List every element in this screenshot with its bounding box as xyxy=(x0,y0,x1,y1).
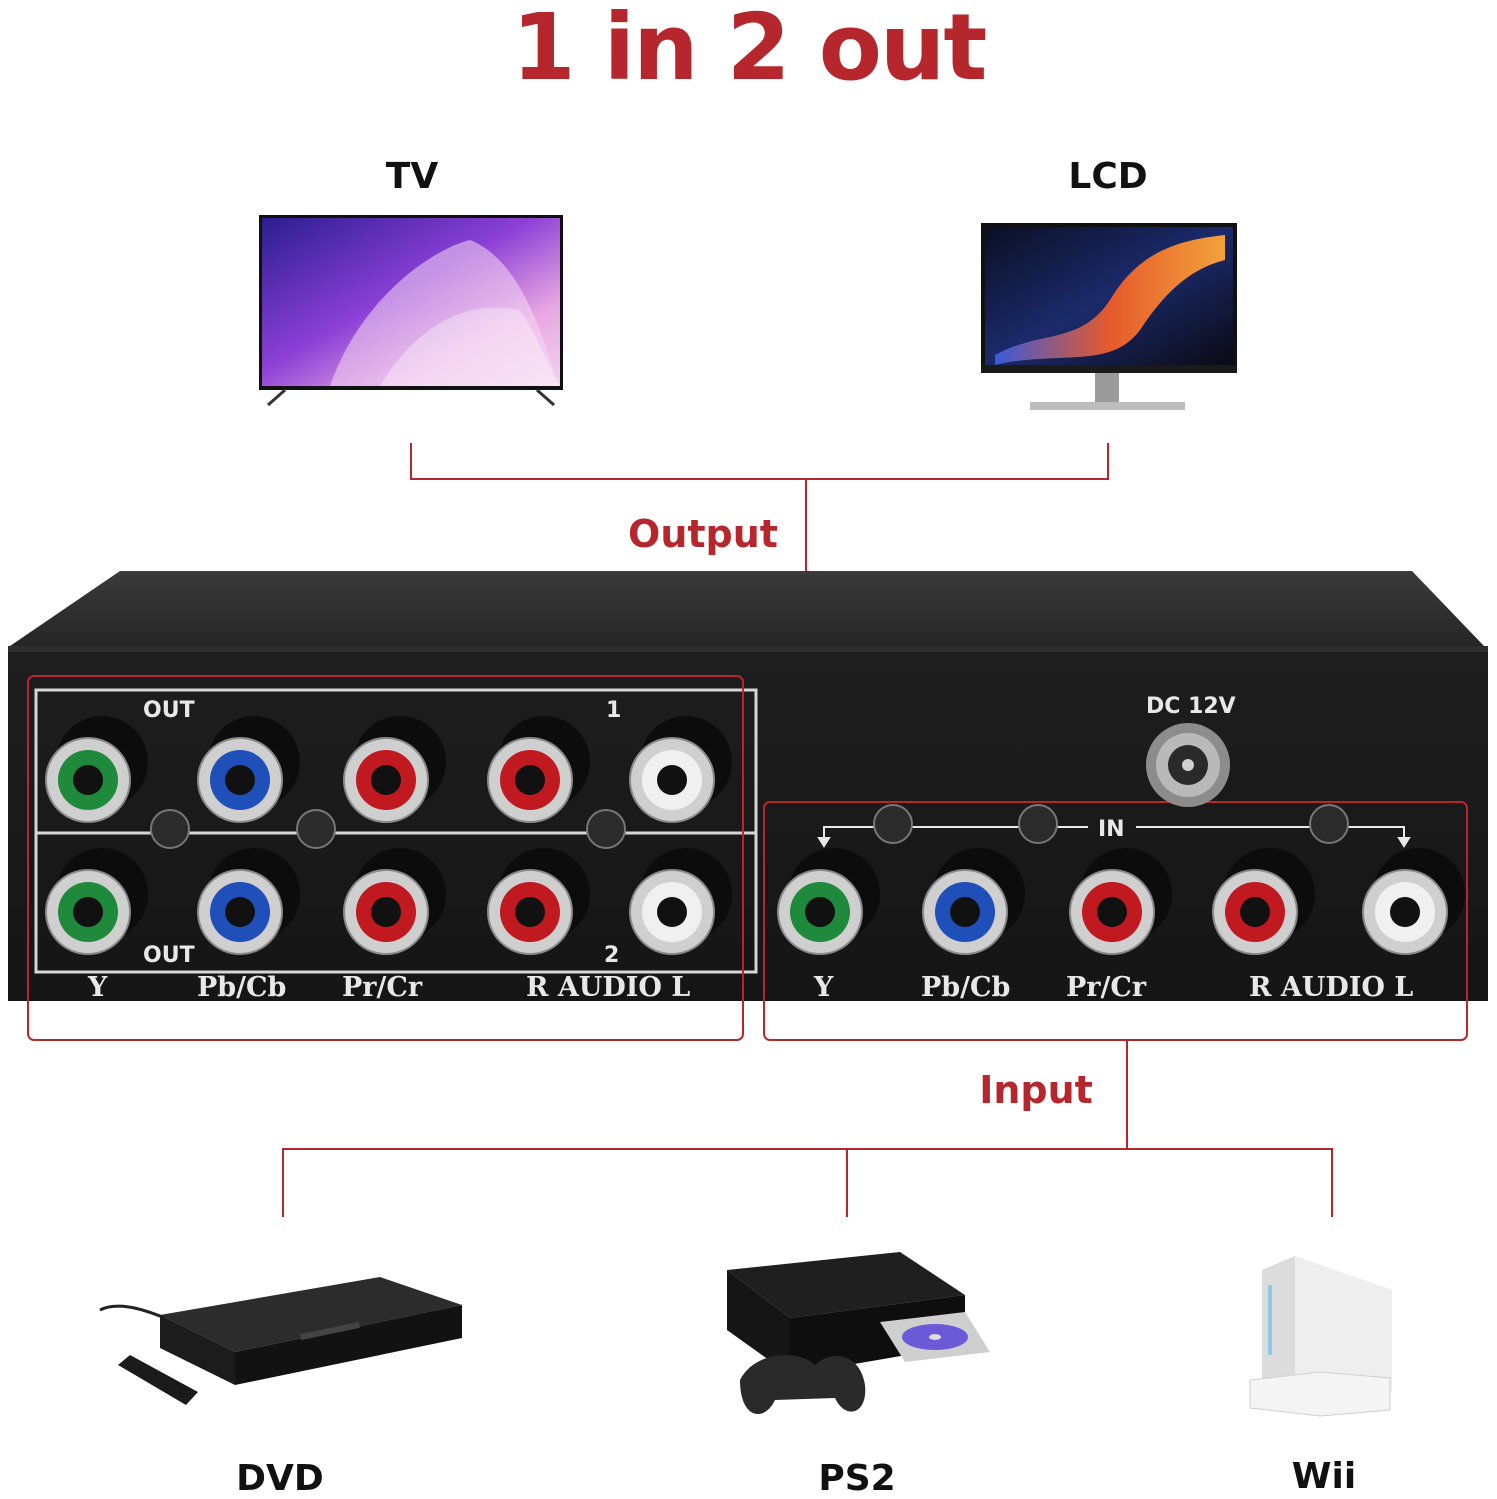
out1-y-port xyxy=(45,716,148,823)
output-highlight xyxy=(27,675,744,1041)
dc-power-jack xyxy=(1146,723,1230,807)
in-audio_l-port xyxy=(1362,848,1465,955)
rca-ports xyxy=(45,716,1465,955)
out1-number: 1 xyxy=(606,698,621,723)
power-label: DC 12V xyxy=(1146,694,1236,719)
out-audio-label: R AUDIO L xyxy=(526,972,690,1003)
out1-pr-port xyxy=(343,716,446,823)
in-pr-port xyxy=(1069,848,1172,955)
out-pr-label: Pr/Cr xyxy=(342,972,423,1003)
out1-pb-port xyxy=(197,716,300,823)
dvd-player-icon xyxy=(99,1277,462,1405)
input-label: Input xyxy=(979,1068,1093,1112)
out-pb-label: Pb/Cb xyxy=(197,972,286,1003)
in-label: IN xyxy=(1098,817,1125,842)
in-audio_r-port xyxy=(1212,848,1315,955)
page-title: 1 in 2 out xyxy=(511,0,988,101)
wii-label: Wii xyxy=(1291,1456,1357,1497)
out2-pb-port xyxy=(197,848,300,955)
output-label: Output xyxy=(628,512,778,556)
ps2-console-icon xyxy=(727,1252,990,1414)
tv-icon xyxy=(259,215,563,407)
monitor-icon xyxy=(981,223,1237,410)
in-y-port xyxy=(777,848,880,955)
input-highlight xyxy=(763,801,1468,1041)
panel-screws xyxy=(150,804,1349,849)
in-audio-label: R AUDIO L xyxy=(1249,972,1413,1003)
out2-label: OUT xyxy=(143,943,195,968)
in-pb-label: Pb/Cb xyxy=(921,972,1010,1003)
out2-y-port xyxy=(45,848,148,955)
tv-label: TV xyxy=(385,156,439,197)
out2-pr-port xyxy=(343,848,446,955)
in-arrow xyxy=(817,826,1411,848)
dvd-label: DVD xyxy=(236,1458,324,1499)
out1-audio_r-port xyxy=(487,716,590,823)
input-connector xyxy=(282,1040,1333,1217)
in-y-label: Y xyxy=(813,972,834,1003)
in-pb-port xyxy=(922,848,1025,955)
out-y-label: Y xyxy=(87,972,108,1003)
in-pr-label: Pr/Cr xyxy=(1066,972,1147,1003)
wii-console-icon xyxy=(1249,1256,1392,1417)
out1-label: OUT xyxy=(143,698,195,723)
out1-audio_l-port xyxy=(629,716,732,823)
lcd-label: LCD xyxy=(1068,156,1148,197)
out2-number: 2 xyxy=(604,943,619,968)
out2-audio_r-port xyxy=(487,848,590,955)
ps2-label: PS2 xyxy=(818,1458,896,1499)
out2-audio_l-port xyxy=(629,848,732,955)
